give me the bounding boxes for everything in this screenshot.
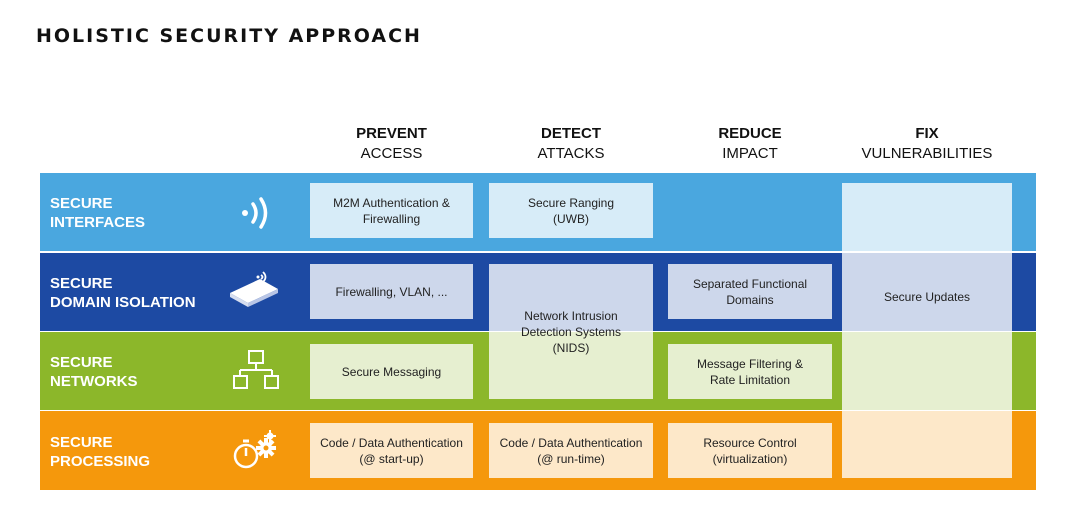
column-header-top: REDUCE (718, 125, 782, 142)
stopwatch-gears-icon (233, 430, 276, 469)
cell-code-data-authentication-startup: Code / Data Authentication (@ start-up) (310, 423, 473, 478)
cell-network-intrusion-detection: Network Intrusion Detection Systems (NID… (489, 264, 653, 399)
cell-secure-messaging: Secure Messaging (310, 344, 473, 399)
row-label-line1: SECURE (50, 354, 113, 371)
column-header-bottom: ACCESS (360, 145, 423, 162)
column-header-bottom: VULNERABILITIES (861, 145, 993, 162)
cell-secure-ranging: Secure Ranging (UWB) (489, 183, 653, 238)
network-topology-icon (233, 350, 279, 389)
cell-fix-processing-empty (842, 411, 1012, 478)
row-label-secure-processing: SECURE PROCESSING (50, 433, 150, 471)
cell-firewalling-vlan: Firewalling, VLAN, ... (310, 264, 473, 319)
column-header-fix: FIX VULNERABILITIES (842, 124, 1012, 164)
column-header-bottom: IMPACT (722, 145, 778, 162)
wireless-signal-icon (242, 197, 268, 229)
cell-secure-updates: Secure Updates (842, 183, 1012, 410)
cell-message-filtering: Message Filtering & Rate Limitation (668, 344, 832, 399)
column-header-reduce: REDUCE IMPACT (668, 124, 832, 164)
row-label-line2: NETWORKS (50, 373, 138, 390)
column-header-detect: DETECT ATTACKS (489, 124, 653, 164)
row-label-line2: INTERFACES (50, 214, 146, 231)
row-label-line2: PROCESSING (50, 453, 151, 470)
cell-resource-control: Resource Control (virtualization) (668, 423, 832, 478)
column-header-top: PREVENT (356, 125, 427, 142)
row-label-line1: SECURE (50, 195, 113, 212)
router-icon (230, 271, 278, 307)
row-label-line1: SECURE (50, 275, 113, 292)
column-header-top: DETECT (541, 125, 601, 142)
row-label-secure-domain-isolation: SECURE DOMAIN ISOLATION (50, 274, 196, 312)
row-label-line2: DOMAIN ISOLATION (50, 294, 196, 311)
column-header-top: FIX (915, 125, 939, 142)
cell-code-data-authentication-runtime: Code / Data Authentication (@ run-time) (489, 423, 653, 478)
row-label-secure-interfaces: SECURE INTERFACES (50, 194, 145, 232)
column-header-prevent: PREVENT ACCESS (310, 124, 473, 164)
page-title: HOLISTIC SECURITY APPROACH (36, 25, 422, 47)
column-header-bottom: ATTACKS (537, 145, 605, 162)
row-label-secure-networks: SECURE NETWORKS (50, 353, 138, 391)
row-label-line1: SECURE (50, 434, 113, 451)
cell-m2m-authentication: M2M Authentication & Firewalling (310, 183, 473, 238)
cell-separated-functional-domains: Separated Functional Domains (668, 264, 832, 319)
